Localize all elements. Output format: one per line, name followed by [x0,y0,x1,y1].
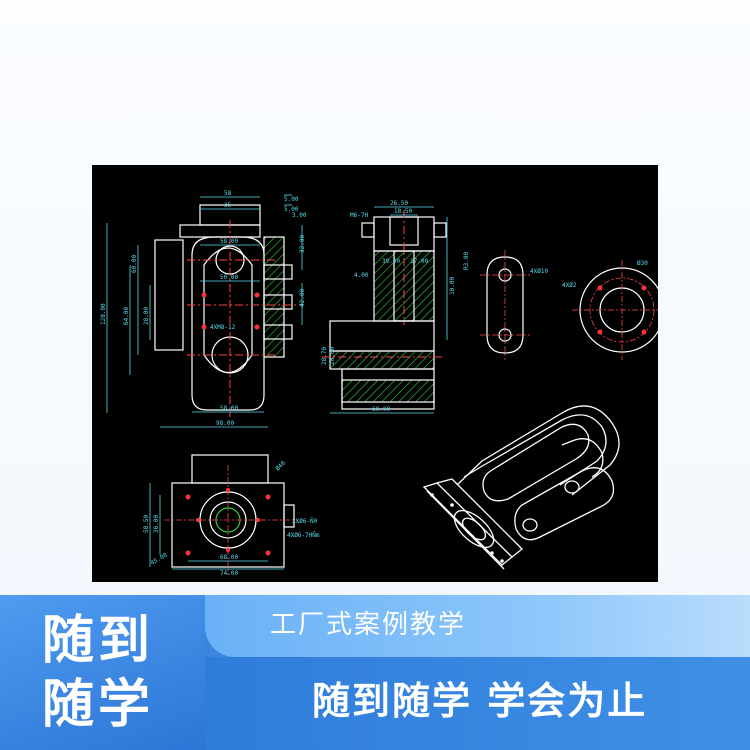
dim-4: 4.00 [354,272,369,279]
slot-dims: 4XØ10 [530,268,548,275]
banner-top-strip [205,595,750,657]
bottom-dims: Ø48 58.50 36.00 68.00 74.00 45.00 2XØ6-Ñ… [143,460,320,577]
banner-lower-strip [205,657,750,750]
dim-28: 28.00 [143,307,150,325]
bottom-holes [185,488,271,556]
dim-r3: R3.00 [463,252,470,270]
bottom-dim-lines [149,483,284,570]
dim-3600: 36.00 [153,515,160,533]
dim-42d: 4XØ2 [562,282,577,289]
bottom-view [171,454,295,568]
dim-1700: 17.00 [410,258,428,265]
dim-m4: 2XØ6-Ñ0 [292,518,318,525]
dim-35: 35 [224,202,232,209]
dim-3900: 39.00 [382,258,400,265]
dim-42h: 4XØ10 [530,268,548,275]
dim-50: 50.00 [220,274,238,281]
flange-holes [597,285,647,335]
dim-120: 120.00 [100,303,107,325]
dim-5850: 58.50 [143,515,150,533]
dim-5a: 5.00 [284,196,299,203]
dim-64: 64.00 [123,307,130,325]
dim-6800: 68.00 [220,554,238,561]
dim-3a: 3.00 [292,212,307,219]
side-view [329,216,447,410]
flange-dims: 4XØ2 Ø30 [562,260,648,289]
dim-1850: 18.50 [394,208,412,215]
front-view [154,204,293,411]
side-centerlines [322,210,442,358]
dim-2650: 26.50 [390,200,408,207]
dim-600: 60.00 [372,406,390,413]
dim-dia48: Ø48 [274,460,287,473]
dim-58a: 58 [224,190,232,197]
front-dim-lines [106,194,303,428]
dim-42: 42.00 [299,289,306,307]
slot-centerlines [480,250,530,360]
dim-4500: 45.00 [150,551,169,566]
cad-drawing: 58 35 5.00 5.00 58.00 3.00 50.00 32.00 4… [92,165,658,582]
slot-view [486,256,524,354]
side-dims: M6-7H 26.50 18.50 39.00 17.00 4.00 28.70… [321,200,470,413]
dim-5b: 5.00 [284,206,299,213]
isometric-view [422,405,620,570]
dim-2000: 20.00 [329,347,336,365]
dim-holes: 4XM8-12 [210,324,236,331]
promo-banner: 随到 随学 工厂式案例教学 随到随学 学会为止 [0,595,750,750]
subtitle: 工厂式案例教学 [270,610,467,640]
dim-7400: 74.00 [220,570,238,577]
brand-line-1: 随到 [42,611,155,671]
dim-mk: M6-7H [350,212,368,219]
front-holes [201,292,260,330]
cad-drawing-svg: 58 35 5.00 5.00 58.00 3.00 50.00 32.00 4… [100,190,658,577]
dim-58c: 58.00 [220,405,238,412]
iso-holes [430,493,504,563]
dim-1000: 10.00 [449,277,456,295]
dim-m5: 4XØ6-7HÑm [287,532,320,539]
banner-left-panel [0,595,205,750]
bottom-centerlines [164,465,297,575]
front-dims: 58 35 5.00 5.00 58.00 3.00 50.00 32.00 4… [100,190,307,427]
front-centerlines [187,220,302,417]
slogan: 随到随学 学会为止 [312,679,648,723]
brand-line-2: 随学 [42,675,155,735]
dim-60v: 60.00 [131,255,138,273]
dim-2870: 28.70 [321,347,328,365]
side-dim-lines [330,206,448,414]
dim-32: 32.00 [299,235,306,253]
dim-phi: Ø30 [637,260,648,267]
flange-centerlines [572,260,658,360]
dim-58b: 58.00 [220,238,238,245]
dim-98: 98.00 [216,420,234,427]
